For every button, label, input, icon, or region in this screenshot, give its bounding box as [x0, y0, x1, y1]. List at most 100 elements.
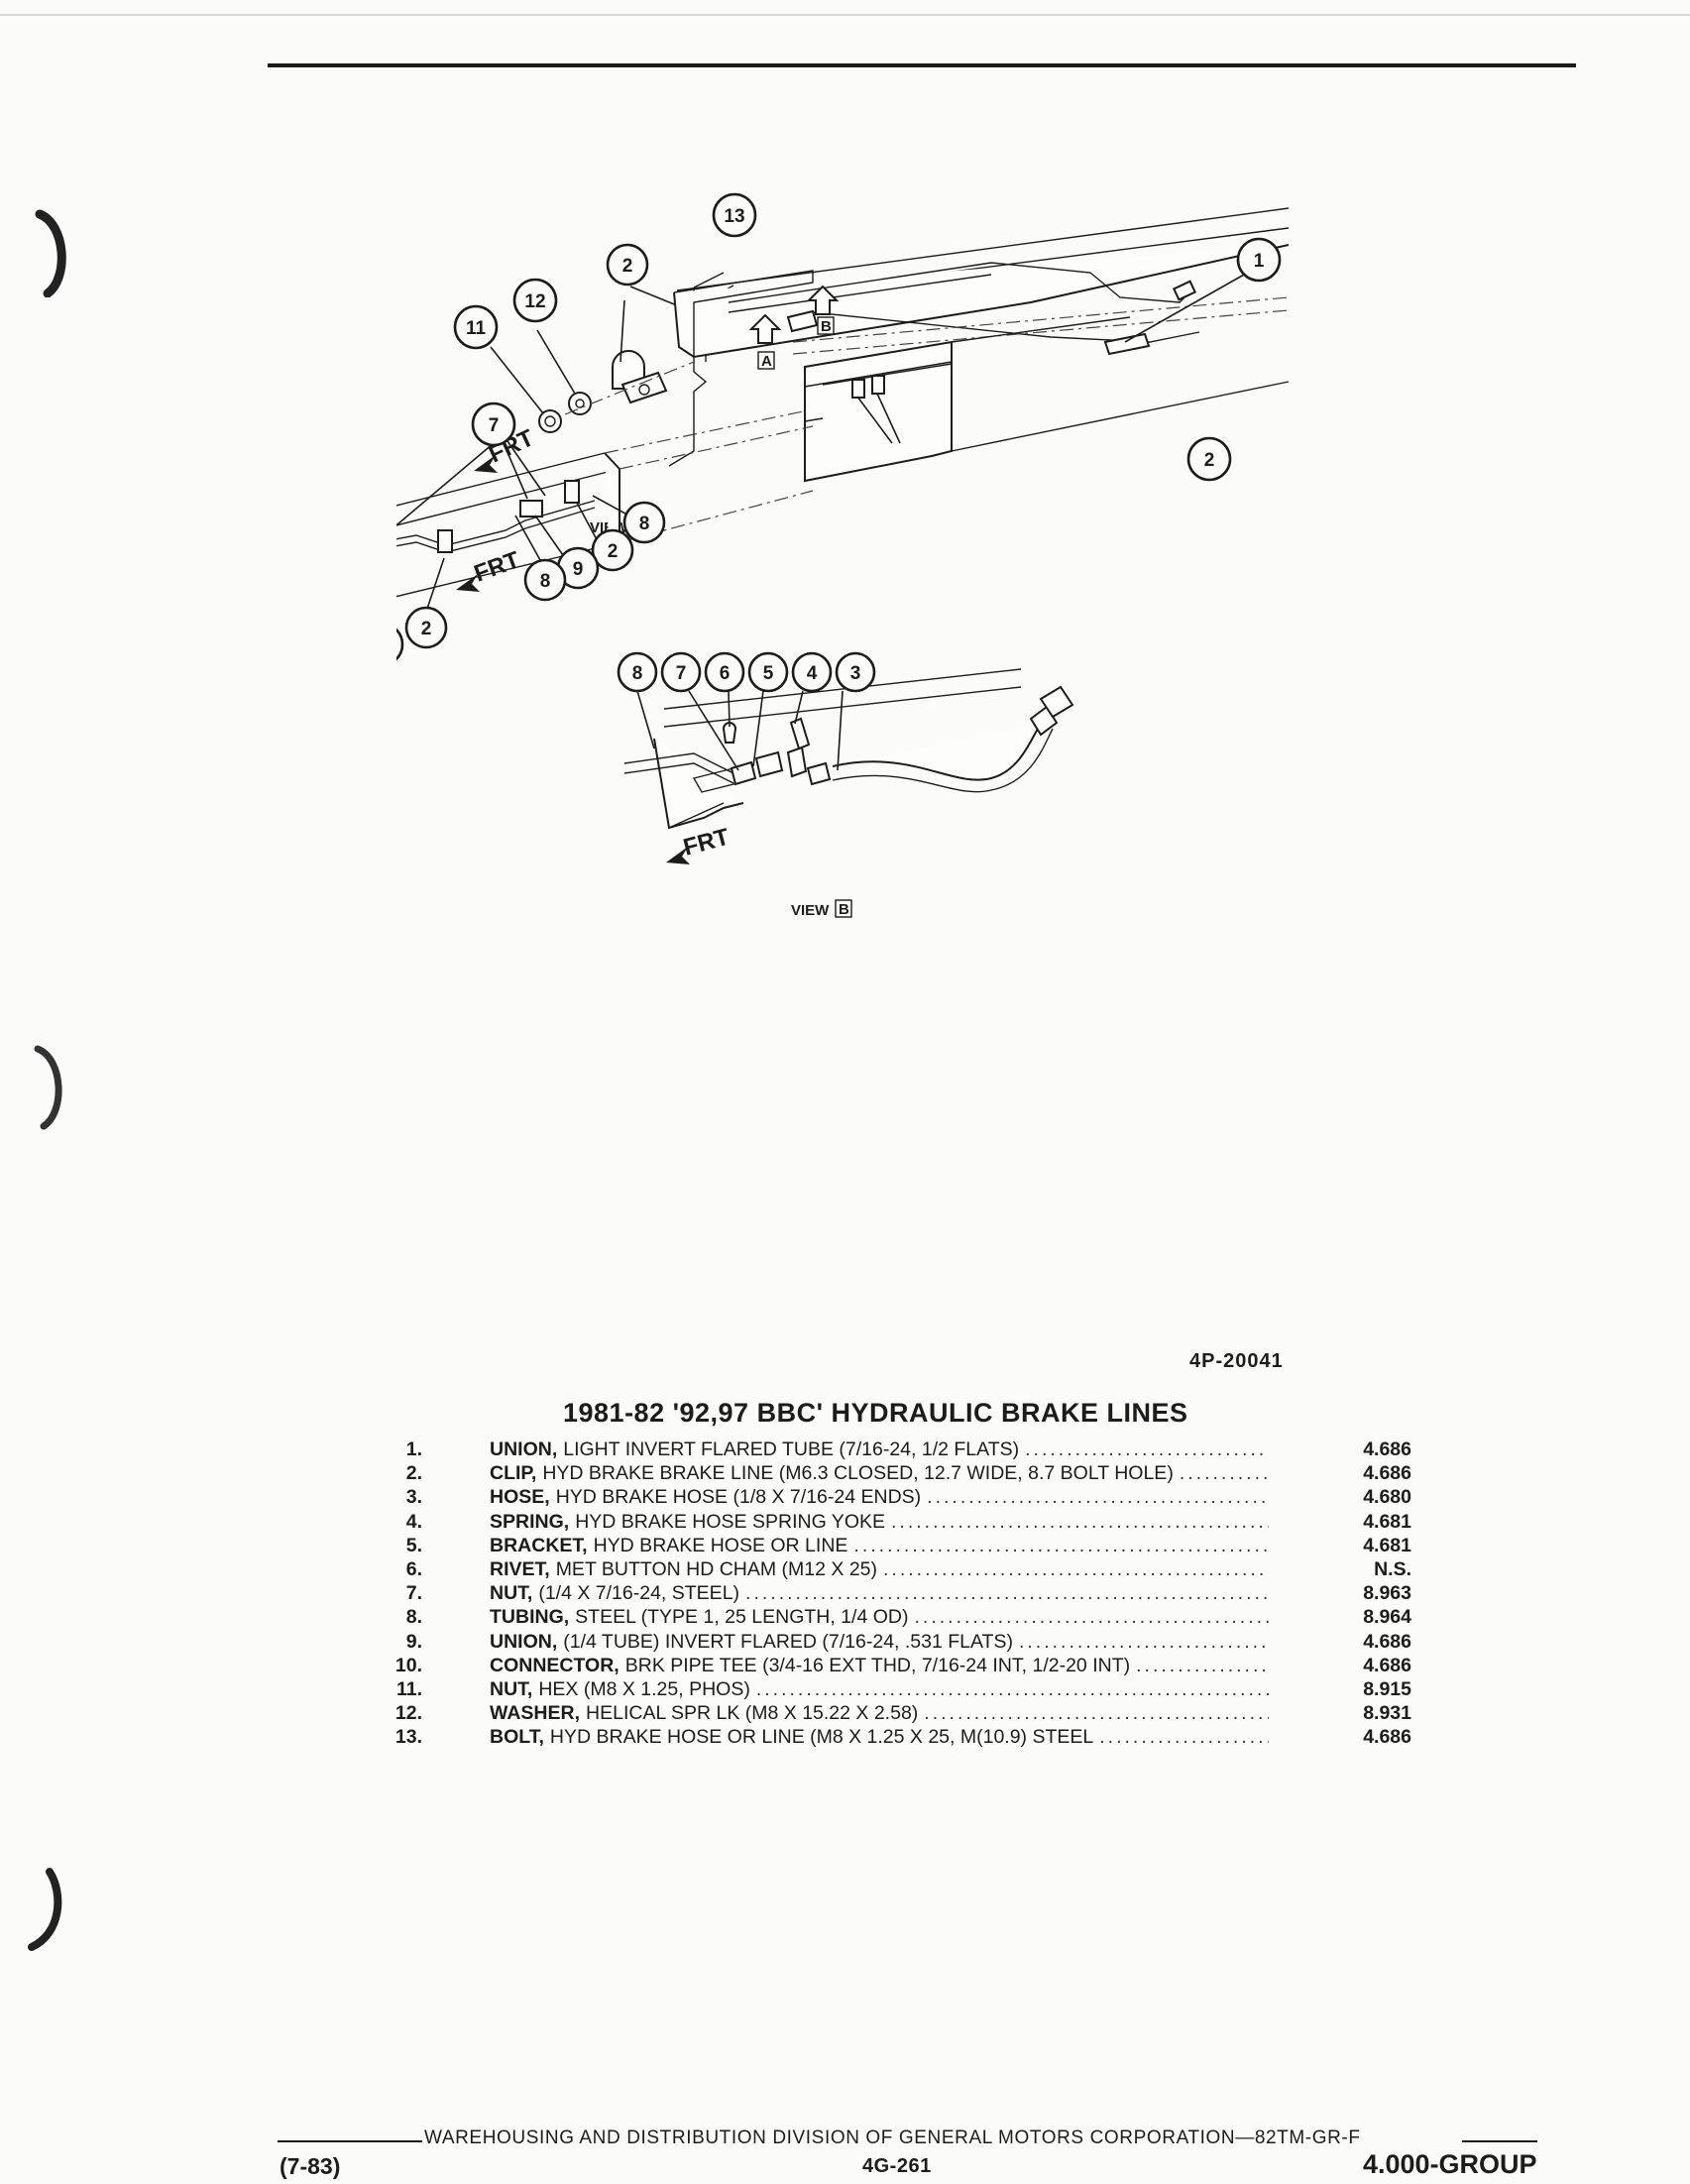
- group-number: 4.686: [1363, 1630, 1411, 1653]
- parts-list-item: 12. WASHER,HELICAL SPR LK (M8 X 15.22 X 2…: [377, 1701, 1417, 1725]
- part-number: 8.: [405, 1606, 422, 1629]
- frt-label-middle: FRT: [471, 546, 523, 587]
- leader-dots: [1025, 1437, 1269, 1461]
- part-name: NUT,: [490, 1678, 533, 1701]
- callout-12: 12: [512, 278, 558, 323]
- svg-text:2: 2: [1204, 450, 1215, 471]
- svg-text:8: 8: [632, 663, 643, 684]
- part-number: 10.: [394, 1654, 422, 1676]
- part-spec: (1/4 TUBE) INVERT FLARED (7/16-24, .531 …: [563, 1630, 1013, 1653]
- frame-rear-section: A B: [673, 207, 1290, 483]
- view-b-hose-detail: FRT VIEW B: [623, 668, 1074, 919]
- part-description: TUBING,STEEL (TYPE 1, 25 LENGTH, 1/4 OD): [490, 1605, 1269, 1629]
- parts-list: 1. UNION, LIGHT INVERT FLARED TUBE (7/16-2…: [377, 1437, 1417, 1750]
- parts-list-item: 6.RIVET,MET BUTTON HD CHAM (M12 X 25)N.S…: [377, 1557, 1417, 1581]
- leader-dots: [883, 1557, 1269, 1581]
- part-description: UNION,(1/4 TUBE) INVERT FLARED (7/16-24,…: [490, 1630, 1269, 1654]
- part-name: UNION,: [490, 1630, 558, 1653]
- part-spec: HYD BRAKE HOSE SPRING YOKE: [575, 1510, 885, 1533]
- footer-division: WAREHOUSING AND DISTRIBUTION DIVISION OF…: [424, 2127, 1361, 2148]
- svg-text:3: 3: [850, 663, 861, 684]
- part-spec: BRK PIPE TEE (3/4-16 EXT THD, 7/16-24 IN…: [624, 1654, 1131, 1676]
- callout-11: 11: [453, 304, 499, 350]
- group-number: 4.681: [1363, 1534, 1411, 1556]
- part-name: SPRING,: [490, 1510, 570, 1533]
- part-description: CONNECTOR,BRK PIPE TEE (3/4-16 EXT THD, …: [490, 1654, 1269, 1677]
- parts-list-item: 5.BRACKET,HYD BRAKE HOSE OR LINE4.681: [377, 1534, 1417, 1557]
- part-description: CLIP,HYD BRAKE BRAKE LINE (M6.3 CLOSED, …: [490, 1461, 1269, 1485]
- part-name: BRACKET,: [490, 1534, 588, 1556]
- part-number: 11.: [395, 1678, 422, 1701]
- part-description: WASHER,HELICAL SPR LK (M8 X 15.22 X 2.58…: [490, 1701, 1269, 1725]
- leader-dots: [756, 1677, 1269, 1701]
- callout-5: 5: [747, 651, 789, 693]
- union-part: [1103, 332, 1151, 356]
- callout-7-view-b: 7: [660, 651, 702, 693]
- leader-dots: [1099, 1725, 1269, 1749]
- parts-list-item: 1.UNION,LIGHT INVERT FLARED TUBE (7/16-2…: [377, 1437, 1417, 1461]
- part-spec: LIGHT INVERT FLARED TUBE (7/16-24, 1/2 F…: [563, 1438, 1020, 1460]
- group-number: 8.931: [1363, 1702, 1411, 1725]
- part-description: SPRING,HYD BRAKE HOSE SPRING YOKE: [490, 1510, 1269, 1534]
- parts-list-title: 1981-82 '92,97 BBC' HYDRAULIC BRAKE LINE…: [563, 1398, 1188, 1428]
- part-description: HOSE,HYD BRAKE HOSE (1/8 X 7/16-24 ENDS): [490, 1485, 1269, 1509]
- frame-middle-section: FRT: [396, 410, 814, 613]
- part-number: 1.: [405, 1438, 422, 1460]
- parts-list-item: 4.SPRING,HYD BRAKE HOSE SPRING YOKE4.681: [377, 1510, 1417, 1534]
- part-number: 13.: [394, 1726, 422, 1749]
- part-number: 2.: [405, 1462, 422, 1485]
- group-number: 4.686: [1363, 1726, 1411, 1749]
- svg-text:9: 9: [573, 559, 584, 580]
- part-name: NUT,: [490, 1582, 533, 1605]
- svg-text:2: 2: [608, 541, 619, 562]
- part-number: 7.: [405, 1582, 422, 1605]
- callout-8-view-b: 8: [617, 651, 658, 693]
- brake-lines-diagram: FRT VIEW A A B: [396, 192, 1290, 919]
- svg-text:7: 7: [676, 663, 687, 684]
- part-description: BOLT,HYD BRAKE HOSE OR LINE (M8 X 1.25 X…: [490, 1725, 1269, 1749]
- part-spec: HEX (M8 X 1.25, PHOS): [538, 1678, 750, 1701]
- parts-list-item: 2. CLIP,HYD BRAKE BRAKE LINE (M6.3 CLOSED…: [377, 1461, 1417, 1485]
- part-name: CONNECTOR,: [490, 1654, 620, 1676]
- callout-7-middle: 7: [471, 402, 516, 447]
- svg-text:8: 8: [540, 571, 551, 592]
- svg-text:12: 12: [524, 291, 545, 312]
- view-b-letter: B: [839, 901, 849, 918]
- svg-text:8: 8: [639, 514, 650, 534]
- part-description: NUT,(1/4 X 7/16-24, STEEL): [490, 1581, 1269, 1605]
- frt-label-view-b: FRT: [681, 824, 732, 862]
- group-number: 4.686: [1363, 1438, 1411, 1460]
- callout-2-middle: 2: [591, 528, 634, 572]
- callout-6: 6: [704, 651, 745, 693]
- parts-list-item: 9. UNION,(1/4 TUBE) INVERT FLARED (7/16-2…: [377, 1630, 1417, 1654]
- leader-dots: [853, 1534, 1269, 1557]
- part-number: 4.: [405, 1510, 422, 1533]
- top-edge-scuff: [0, 14, 1690, 16]
- group-number: 8.915: [1363, 1678, 1411, 1701]
- part-number: 6.: [405, 1558, 422, 1581]
- part-spec: HYD BRAKE BRAKE LINE (M6.3 CLOSED, 12.7 …: [542, 1462, 1174, 1485]
- callout-2-upper-right: 2: [1186, 436, 1232, 482]
- part-spec: HYD BRAKE HOSE OR LINE: [593, 1534, 848, 1556]
- illustration-reference-number: 4P-20041: [1189, 1350, 1284, 1372]
- footer-group: 4.000-GROUP: [1363, 2149, 1537, 2179]
- callout-4: 4: [791, 651, 833, 693]
- part-description: BRACKET,HYD BRAKE HOSE OR LINE: [490, 1534, 1269, 1557]
- part-name: RIVET,: [490, 1558, 550, 1581]
- leader-dots: [924, 1701, 1269, 1725]
- leader-dots: [745, 1581, 1269, 1605]
- part-number: 12.: [394, 1702, 422, 1725]
- parts-list-item: 3. HOSE,HYD BRAKE HOSE (1/8 X 7/16-24 END…: [377, 1485, 1417, 1509]
- part-name: HOSE,: [490, 1486, 550, 1509]
- part-name: CLIP,: [490, 1462, 537, 1485]
- part-number: 3.: [405, 1486, 422, 1509]
- group-number: 8.963: [1363, 1582, 1411, 1605]
- svg-text:4: 4: [807, 663, 818, 684]
- binder-hole-mark-top: [35, 209, 66, 297]
- svg-text:11: 11: [466, 318, 487, 339]
- callout-3: 3: [835, 651, 876, 693]
- part-description: NUT,HEX (M8 X 1.25, PHOS): [490, 1677, 1269, 1701]
- callout-10: 10: [396, 628, 404, 661]
- part-number: 9.: [405, 1630, 422, 1653]
- part-name: TUBING,: [490, 1606, 570, 1629]
